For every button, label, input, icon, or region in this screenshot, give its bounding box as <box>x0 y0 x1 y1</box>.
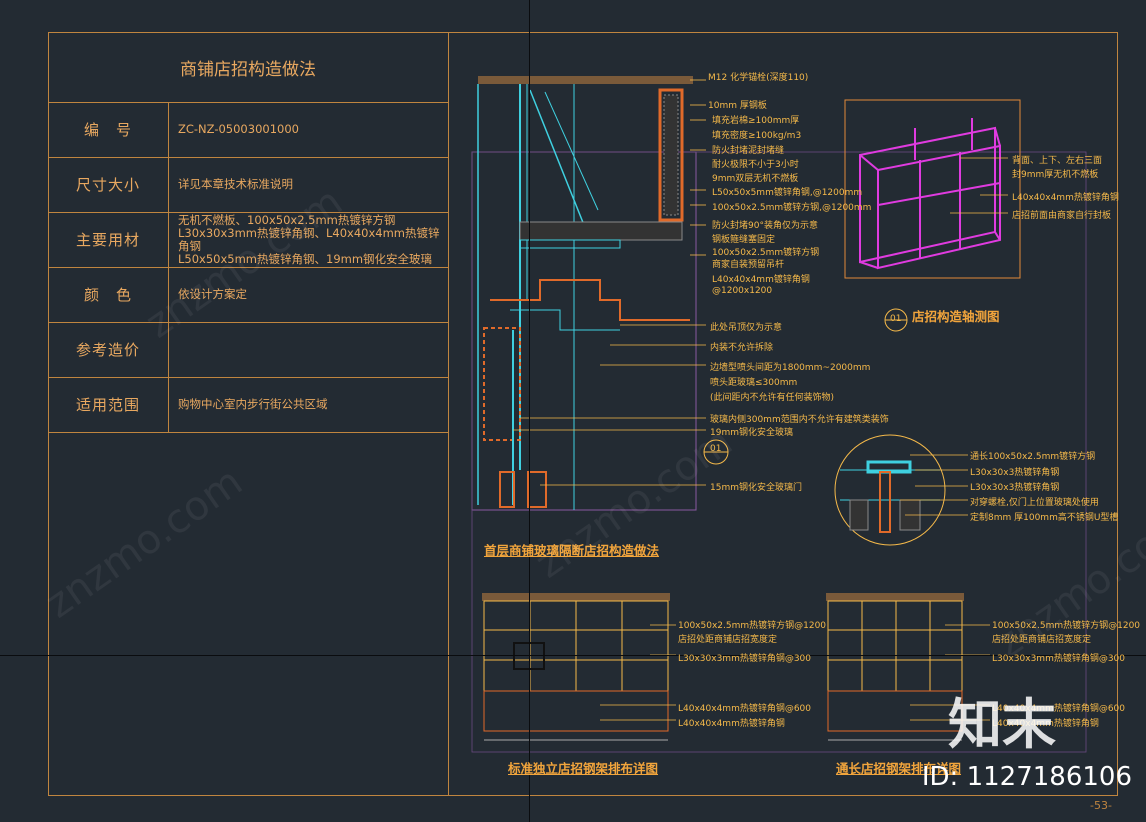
table-row: 编 号 ZC-NZ-05003001000 <box>48 102 448 158</box>
std-frame-caption: 标准独立店招钢架排布详图 <box>508 761 659 776</box>
page-number: -53- <box>1090 799 1112 812</box>
section-label: 填充密度≥100kg/m3 <box>712 131 802 141</box>
section-caption: 首层商铺玻璃隔断店招构造做法 <box>484 543 660 558</box>
section-label: L50x50x5mm镀锌角钢,@1200mm <box>712 188 863 198</box>
section-label: 100x50x2.5mm镀锌方钢 <box>712 248 820 258</box>
row-label: 尺寸大小 <box>48 157 169 212</box>
crosshair-horizontal <box>0 655 1146 656</box>
long-frame-label: L40x40x4mm热镀锌角钢 <box>992 719 1099 729</box>
section-label: 防火封堵泥封堵缝 <box>712 146 785 156</box>
axon-label: 店招前面由商家自行封板 <box>1012 211 1112 221</box>
std-frame-label: L30x30x3mm热镀锌角钢@300 <box>678 654 812 664</box>
long-frame-label: 店招处距商铺店招宽度定 <box>992 635 1092 645</box>
section-label: (此间距内不允许有任何装饰物) <box>710 393 835 403</box>
row-label: 适用范围 <box>48 377 169 432</box>
section-label: 内装不允许拆除 <box>710 343 774 353</box>
brand-logo: 知末 <box>948 693 1056 756</box>
std-frame-label: 100x50x2.5mm热镀锌方钢@1200 <box>678 621 827 631</box>
row-label: 参考造价 <box>48 322 169 377</box>
std-frame-label: L40x40x4mm热镀锌角钢 <box>678 719 785 729</box>
section-callout: 01 <box>710 444 722 454</box>
crosshair-vertical <box>529 0 530 822</box>
std-frame-label: L40x40x4mm热镀锌角钢@600 <box>678 704 812 714</box>
detail-label: L30x30x3热镀锌角钢 <box>970 483 1060 493</box>
spec-table: 商铺店招构造做法 编 号 ZC-NZ-05003001000 尺寸大小 详见本章… <box>48 32 448 433</box>
row-value: 详见本章技术标准说明 <box>178 177 293 191</box>
section-label: 9mm双层无机不燃板 <box>712 174 799 184</box>
axon-frame <box>859 118 1001 270</box>
table-row: 参考造价 <box>48 322 448 378</box>
row-label: 主要用材 <box>48 212 169 267</box>
glass-panel <box>483 327 521 441</box>
enlarged-detail <box>834 434 946 546</box>
table-title: 商铺店招构造做法 <box>48 32 448 103</box>
long-frame-label: L40x40x4mm热镀锌角钢@600 <box>992 704 1126 714</box>
section-label: 填充岩棉≥100mm厚 <box>712 116 800 126</box>
section-label: 19mm钢化安全玻璃 <box>710 428 793 438</box>
signboard-frame <box>658 88 684 222</box>
section-label: @1200x1200 <box>712 286 773 296</box>
table-row: 尺寸大小 详见本章技术标准说明 <box>48 157 448 213</box>
axon-caption: 店招构造轴测图 <box>912 309 1000 324</box>
long-frame-label: 100x50x2.5mm热镀锌方钢@1200 <box>992 621 1141 631</box>
table-row: 颜 色 依设计方案定 <box>48 267 448 323</box>
row-label: 颜 色 <box>48 267 169 322</box>
row-value: 依设计方案定 <box>178 287 247 301</box>
section-label: 耐火极限不小于3小时 <box>712 160 799 170</box>
section-label: 商家自装预留吊杆 <box>712 260 785 270</box>
long-frame-caption: 通长店招钢架排布详图 <box>836 761 962 776</box>
drawing-frame <box>48 32 1118 796</box>
section-label: 防火封堵90°装角仅为示意 <box>712 221 818 231</box>
detail-label: 通长100x50x2.5mm镀锌方钢 <box>970 452 1096 462</box>
long-grid <box>826 593 964 741</box>
section-label: L40x40x4mm镀锌角钢 <box>712 275 810 285</box>
section-label: 边墙型喷头间距为1800mm~2000mm <box>710 363 871 373</box>
table-row: 适用范围 购物中心室内步行街公共区域 <box>48 377 448 433</box>
row-label: 编 号 <box>48 102 169 157</box>
long-frame-label: L30x30x3mm热镀锌角钢@300 <box>992 654 1126 664</box>
row-value: 无机不燃板、100x50x2.5mm热镀锌方钢 L30x30x3mm热镀锌角钢、… <box>178 212 440 266</box>
axon-label: 封9mm厚无机不燃板 <box>1012 170 1099 180</box>
sheet-boundary <box>471 151 1087 753</box>
axon-label: L40x40x4mm热镀锌角钢 <box>1012 193 1119 203</box>
section-label: 玻璃内侧300mm范围内不允许有建筑类装饰 <box>710 415 889 425</box>
section-label: 钢板箍缝塞固定 <box>712 235 776 245</box>
concrete-slab <box>478 76 693 84</box>
section-label: 100x50x2.5mm镀锌方钢,@1200mm <box>712 203 872 213</box>
detail-label: 定制8mm 厚100mm高不锈钢U型槽 <box>970 513 1119 523</box>
section-label: M12 化学锚栓(深度110) <box>708 73 809 83</box>
axon-callout: 01 <box>890 314 902 324</box>
section-label: 15mm钢化安全玻璃门 <box>710 483 802 493</box>
id-label: ID: 1127186106 <box>921 762 1132 792</box>
section-label: 喷头距玻璃≤300mm <box>710 378 798 388</box>
row-value: 购物中心室内步行街公共区域 <box>178 397 328 411</box>
std-grid <box>482 593 670 741</box>
detail-label: L30x30x3热镀锌角钢 <box>970 468 1060 478</box>
section-boundary <box>471 151 697 511</box>
table-row: 主要用材 无机不燃板、100x50x2.5mm热镀锌方钢 L30x30x3mm热… <box>48 212 448 268</box>
detail-label: 对穿螺栓,仅门上位置玻璃处使用 <box>970 498 1099 508</box>
table-divider <box>448 32 449 796</box>
section-label: 10mm 厚钢板 <box>708 101 767 111</box>
section-label: 此处吊顶仅为示意 <box>710 323 783 333</box>
row-value: ZC-NZ-05003001000 <box>178 122 299 136</box>
axon-label: 背面、上下、左右三面 <box>1012 156 1103 166</box>
std-frame-label: 店招处距商铺店招宽度定 <box>678 635 778 645</box>
